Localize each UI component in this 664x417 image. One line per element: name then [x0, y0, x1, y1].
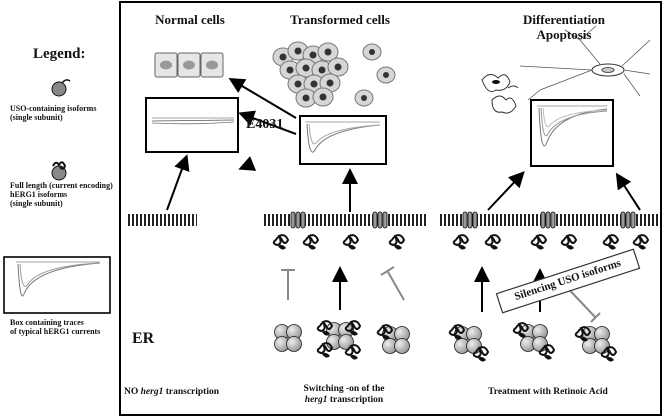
- legend-full-length-icon: [51, 161, 67, 181]
- main-frame: [119, 1, 662, 416]
- differentiated-neuron: [519, 25, 651, 101]
- transformed-cells: [272, 41, 396, 108]
- differentiation-current-trace-box: [530, 99, 614, 167]
- no-transcription-caption: NO herg1 transcription: [124, 387, 220, 397]
- normal-cells-title: Normal cells: [155, 12, 225, 27]
- legend-uso-icon: [51, 79, 71, 97]
- normal-cells: [154, 52, 224, 78]
- legend-trace-box: [3, 256, 111, 314]
- apoptosis-title: Apoptosis: [536, 27, 592, 42]
- e4031-label: E4031: [246, 117, 284, 132]
- er-label: ER: [132, 330, 155, 347]
- channel-cytoplasmic-domains: [272, 234, 649, 251]
- legend-box-label: Box containing traces of typical hERG1 c…: [10, 318, 101, 336]
- legend-title: Legend:: [33, 46, 86, 62]
- retinoic-acid-caption: Treatment with Retinoic Acid: [488, 387, 608, 397]
- silencing-label-box: [495, 248, 641, 314]
- normal-current-trace-box: [145, 97, 239, 153]
- membrane-normal: [127, 214, 197, 226]
- arrows: [166, 77, 641, 212]
- membrane-transformed: [262, 214, 428, 226]
- legend-uso-label: USO-containing isoforms (single subunit): [10, 104, 97, 122]
- transformed-cells-title: Transformed cells: [290, 12, 390, 27]
- legend-full-length-label: Full length (current encoding) hERG1 iso…: [10, 181, 113, 208]
- apoptotic-cells: [481, 74, 519, 114]
- switching-on-caption: Switching -on of the herg1 transcription: [303, 384, 385, 405]
- differentiation-title: Differentiation: [522, 12, 606, 27]
- transformed-current-trace-box: [299, 115, 387, 165]
